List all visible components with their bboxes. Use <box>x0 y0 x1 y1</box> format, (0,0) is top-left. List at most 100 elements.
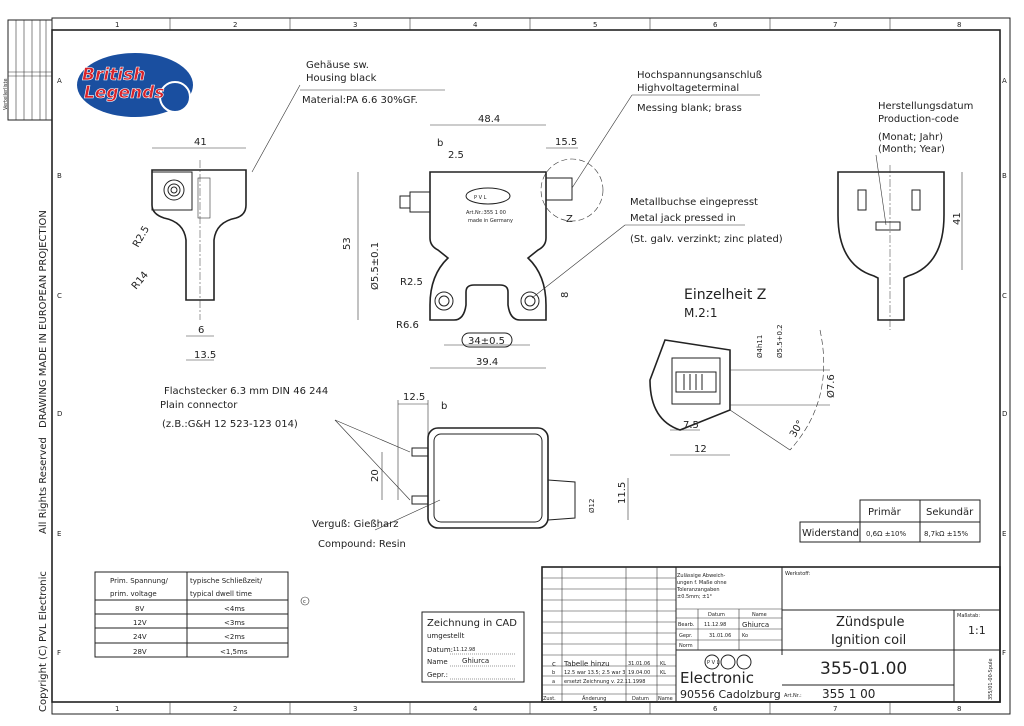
revision-name: KL <box>660 670 666 676</box>
hv-label-de: Hochspannungsanschluß <box>637 70 762 81</box>
table-cell: <1,5ms <box>220 648 248 656</box>
revision-text: Tabelle hinzu <box>563 660 610 668</box>
table-cell: <2ms <box>224 633 245 641</box>
detail-z-view <box>649 329 830 456</box>
revision-id: a <box>552 679 555 685</box>
dim-label: 15.5 <box>555 137 577 148</box>
dim-label: 8 <box>560 292 571 298</box>
scale-label: Maßstab: <box>957 613 980 619</box>
column-header: Name <box>752 612 767 618</box>
distribution-list: Verteilerliste <box>3 19 53 121</box>
row-label: C <box>1002 292 1007 300</box>
connector-label-en: Plain connector <box>160 400 238 411</box>
werkstoff-label: Werkstoff: <box>785 571 811 577</box>
table-header: Sekundär <box>926 507 974 518</box>
col-label: 2 <box>233 21 237 29</box>
revision-text: ersetzt Zeichnung v. 22.11.1998 <box>564 679 645 685</box>
housing-label-en: Housing black <box>306 73 377 84</box>
col-label: 8 <box>957 21 961 29</box>
dim-label: 41 <box>194 137 207 148</box>
column-header: Datum <box>708 612 725 618</box>
revision-id: c <box>552 660 556 668</box>
stamp-made-in: made in Germany <box>468 218 513 224</box>
col-label: 7 <box>833 705 837 713</box>
col-label: 1 <box>115 21 119 29</box>
company-name: Electronic <box>680 669 754 687</box>
row-label: Norm <box>679 643 693 649</box>
production-format-en: (Month; Year) <box>878 144 945 155</box>
hv-label-en: Highvoltageterminal <box>637 83 739 94</box>
material-label: Material:PA 6.6 30%GF. <box>302 95 418 106</box>
column-header: Zust. <box>543 696 556 702</box>
scale-value: 1:1 <box>968 624 986 637</box>
jack-label-de: Metallbuchse eingepresst <box>630 197 758 208</box>
tolerance-note: Toleranzangaben <box>676 587 720 593</box>
dim-label: Ø5.5±0.1 <box>369 242 381 290</box>
col-label: 6 <box>713 21 718 29</box>
dim-label: 12 <box>694 444 707 455</box>
row-label: Bearb. <box>678 622 695 628</box>
col-label: 7 <box>833 21 837 29</box>
revision-marker: c <box>303 599 306 605</box>
hv-material: Messing blank; brass <box>637 103 742 114</box>
table-cell: 8,7kΩ ±15% <box>924 530 969 538</box>
dim-label: 7.5 <box>683 420 699 431</box>
revision-name: KL <box>660 661 666 667</box>
table-cell: <4ms <box>224 605 245 613</box>
pvl-logo: P V L <box>704 654 752 670</box>
dim-label: 20 <box>370 469 381 482</box>
cad-label: Datum: <box>427 646 453 654</box>
side-view <box>151 84 301 361</box>
gepr-date: 31.01.06 <box>709 633 731 639</box>
revision-date: 31.01.06 <box>628 661 650 667</box>
production-label-de: Herstellungsdatum <box>878 101 973 112</box>
dim-label: 53 <box>342 237 353 250</box>
dim-label: 11.5 <box>617 482 628 504</box>
gepr-name: Ko <box>742 633 748 639</box>
dim-label: 2.5 <box>448 150 464 161</box>
table-cell: 24V <box>133 633 147 641</box>
table-cell: 12V <box>133 619 147 627</box>
cad-note-box: Zeichnung in CAD umgestellt Datum: 11.12… <box>421 611 525 683</box>
art-label: Art.Nr.: <box>784 693 802 699</box>
title-en: Ignition coil <box>831 633 906 648</box>
compound-label-de: Verguß: Gießharz <box>312 519 399 530</box>
compound-label-en: Compound: Resin <box>318 539 406 550</box>
cad-label: Gepr.: <box>427 671 448 679</box>
basic-dim-box <box>461 332 513 348</box>
front-view <box>357 124 604 369</box>
col-label: 4 <box>473 705 478 713</box>
dim-label: 34±0.5 <box>468 336 505 347</box>
row-markers: A B C D E F A B C D E F <box>57 77 1007 657</box>
row-label: C <box>57 292 62 300</box>
dim-label: R6.6 <box>396 320 419 331</box>
title-block: Zulässige Abweich- ungen f. Maße ohne To… <box>541 566 1001 703</box>
col-label: 3 <box>353 21 357 29</box>
dim-label: Ø7.6 <box>825 374 837 398</box>
column-markers: 1 2 3 4 5 6 7 8 1 2 3 4 5 6 7 8 <box>115 18 961 714</box>
production-label-en: Production-code <box>878 114 959 125</box>
projection-note: DRAWING MADE IN EUROPEAN PROJECTION <box>38 210 49 428</box>
row-label: Gepr. <box>679 633 693 639</box>
cad-title: umgestellt <box>427 632 465 640</box>
col-label: 1 <box>115 705 119 713</box>
detail-title: Einzelheit Z <box>684 287 766 303</box>
dim-label: Ø4h11 <box>756 335 764 358</box>
row-label: F <box>1002 649 1006 657</box>
right-view <box>837 154 963 330</box>
tolerance-note: Zulässige Abweich- <box>677 573 726 579</box>
jack-material: (St. galv. verzinkt; zinc plated) <box>630 234 783 245</box>
revision-date: 19.04.00 <box>628 670 650 676</box>
column-header: Name <box>658 696 673 702</box>
cad-title: Zeichnung in CAD <box>427 618 517 629</box>
connector-label-de: Flachstecker 6.3 mm DIN 46 244 <box>164 386 328 397</box>
dwell-time-table: Prim. Spannung/ prim. voltage typische S… <box>94 571 289 658</box>
col-label: 8 <box>957 705 961 713</box>
table-header: typical dwell time <box>190 590 252 598</box>
cad-name: Ghiurca <box>462 657 489 665</box>
table-header: Primär <box>868 507 902 518</box>
col-label: 2 <box>233 705 237 713</box>
row-label: D <box>57 410 62 418</box>
jack-label-en: Metal jack pressed in <box>630 213 736 224</box>
col-label: 4 <box>473 21 478 29</box>
